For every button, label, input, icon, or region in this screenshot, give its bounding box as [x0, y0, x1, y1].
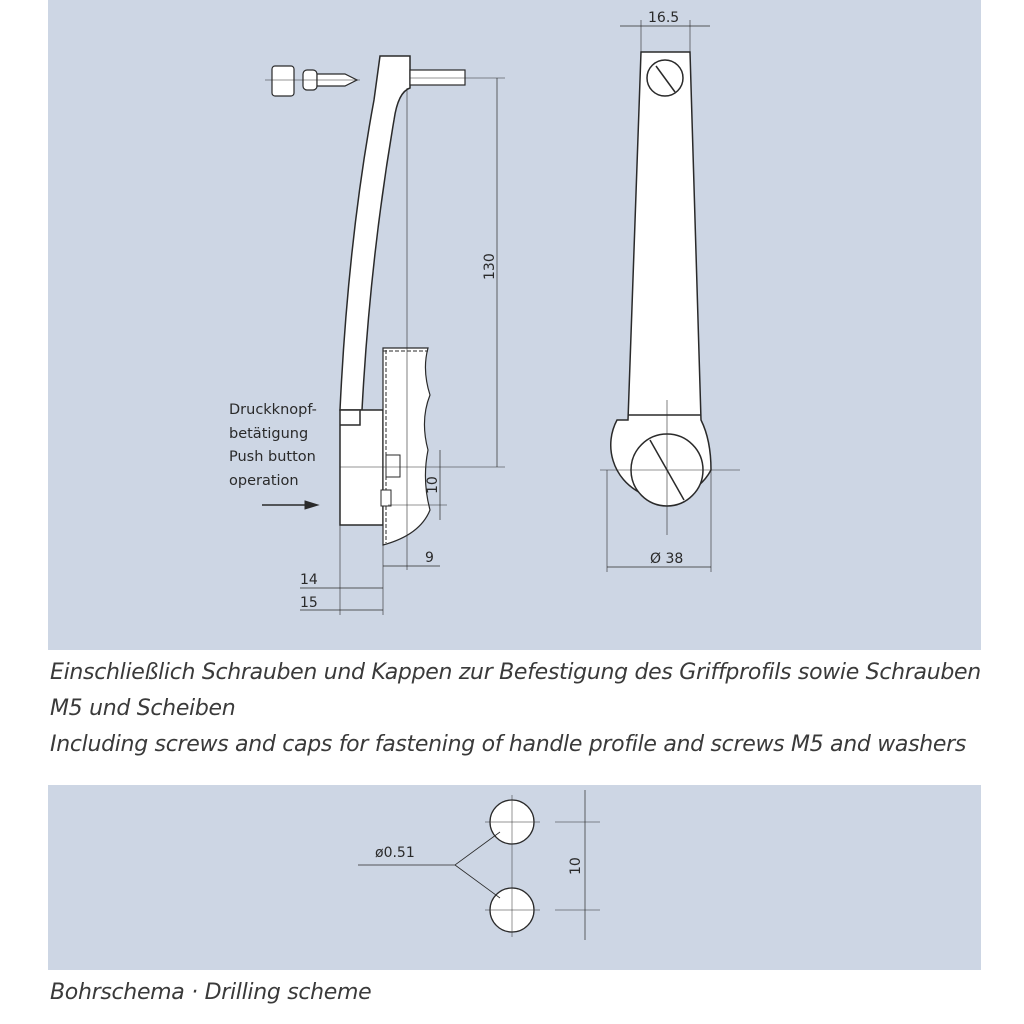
push-label-2: betätigung [229, 426, 308, 442]
front-view-handle [610, 51, 712, 507]
dim-16-5: 16.5 [648, 10, 679, 26]
dim-130: 130 [482, 253, 498, 280]
drawing-panel [48, 0, 981, 650]
hole-spacing-label: 10 [568, 857, 584, 875]
drilling-caption: Bohrschema · Drilling scheme [50, 980, 372, 1005]
push-label-4: operation [229, 473, 299, 489]
caption-de-line1: Einschließlich Schrauben und Kappen zur … [50, 660, 981, 685]
dim-diameter-38: Ø 38 [650, 551, 683, 567]
screw-icon [271, 65, 359, 97]
dim-15: 15 [300, 595, 318, 611]
caption-de-line2: M5 und Scheiben [50, 696, 236, 721]
dim-10: 10 [425, 476, 441, 494]
door-panel [382, 347, 431, 546]
push-label-1: Druckknopf- [229, 402, 317, 418]
push-label-3: Push button [229, 449, 316, 465]
push-arrow-icon [304, 500, 320, 510]
dim-9: 9 [425, 550, 434, 566]
caption-en: Including screws and caps for fastening … [50, 732, 967, 757]
dim-14: 14 [300, 572, 318, 588]
hole-diameter-label: ø0.51 [375, 845, 415, 861]
